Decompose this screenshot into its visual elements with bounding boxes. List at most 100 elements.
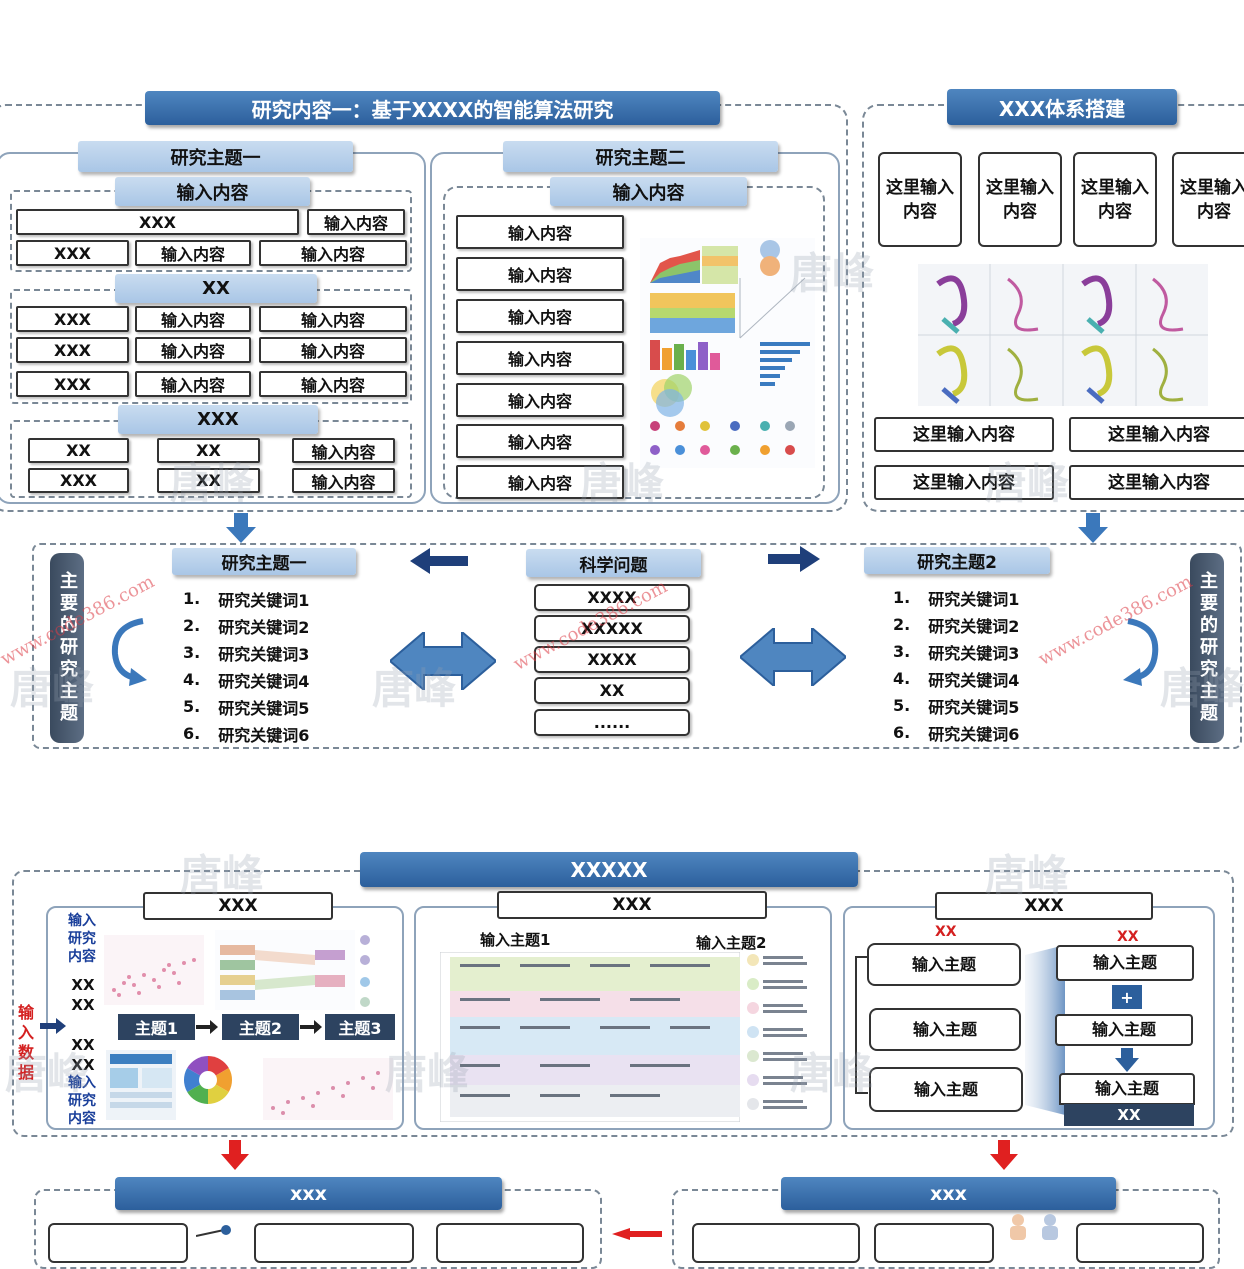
topic1-cell: XXX xyxy=(16,337,129,363)
question-item: ...... xyxy=(534,709,690,736)
keyword-text: 研究关键词3 xyxy=(218,644,310,664)
scatter-plot-image xyxy=(263,1058,393,1120)
topic-box: 主题2 xyxy=(222,1014,299,1040)
bottom-box xyxy=(1076,1223,1204,1263)
topic1-cell: 输入内容 xyxy=(259,337,407,363)
color-legend-image xyxy=(747,954,807,1110)
topic2-item: 输入内容 xyxy=(456,424,624,458)
keyword-text: 研究关键词6 xyxy=(928,724,1020,744)
down-arrow-icon xyxy=(1078,513,1108,543)
keyword-row: 6. 研究关键词6 xyxy=(893,719,1063,746)
alluvial-chart-image xyxy=(215,930,355,1010)
topic2-item: 输入内容 xyxy=(456,341,624,375)
keyword-number: 3. xyxy=(893,642,911,661)
xx-labels: XX XX XX XX xyxy=(68,975,98,1075)
plus-icon: + xyxy=(1112,985,1142,1009)
topic1-cell: 输入内容 xyxy=(135,240,251,266)
keyword-text: 研究关键词5 xyxy=(928,697,1020,717)
keyword-text: 研究关键词5 xyxy=(218,698,310,718)
node-icon xyxy=(196,1225,231,1237)
curved-arrow-icon xyxy=(1123,618,1159,686)
topic1-cell: 输入内容 xyxy=(259,306,407,332)
system-card: 这里输入内容 xyxy=(878,152,962,247)
dashboard-image xyxy=(106,1050,176,1120)
down-arrow-icon xyxy=(1115,1048,1139,1072)
question-item: XXXX xyxy=(534,584,690,611)
topic2-item: 输入内容 xyxy=(456,383,624,417)
topic-box: 主题3 xyxy=(325,1014,395,1040)
topic1-cell: XXX xyxy=(16,240,129,266)
keyword-row: 5. 研究关键词5 xyxy=(183,693,353,720)
topic1-section3-header: XXX xyxy=(118,405,318,434)
keyword-row: 2.研究关键词2 xyxy=(183,612,353,639)
system-card: 这里输入内容 xyxy=(1172,152,1244,247)
lower-panel3-title: XXX xyxy=(935,892,1153,920)
topic2-chart-thumbnail xyxy=(640,238,815,468)
keyword-row: 3.研究关键词3 xyxy=(893,638,1063,665)
topic2-item: 输入内容 xyxy=(456,257,624,291)
left-vertical-label: 主要的研究主题 xyxy=(50,553,84,743)
topic1-cell: 输入内容 xyxy=(135,371,251,397)
panel3-right-box: 输入主题 xyxy=(1059,1073,1195,1105)
down-arrow-icon xyxy=(221,1140,249,1170)
system-bottom-box: 这里输入内容 xyxy=(1069,417,1244,452)
bottom-left-title: xxx xyxy=(115,1177,502,1210)
panel3-left-box: 输入主题 xyxy=(867,943,1021,986)
question-item: XXXXX xyxy=(534,615,690,642)
topic1-cell: 输入内容 xyxy=(292,468,395,493)
bottom-box xyxy=(48,1223,188,1263)
keyword-row: 2.研究关键词2 xyxy=(893,611,1063,638)
panel3-left-box: 输入主题 xyxy=(869,1008,1021,1051)
topic2-header: 输入内容 xyxy=(550,177,747,206)
mid-topic1-keywords: 1.研究关键词1 2.研究关键词2 3. 研究关键词3 4.研究关键词4 5. 研究… xyxy=(183,585,353,747)
topic1-section2-header: XX xyxy=(115,274,317,303)
protein-structure-image xyxy=(918,264,1208,406)
keyword-number: 6. xyxy=(183,724,201,743)
topic1-title: 研究主题一 xyxy=(78,141,353,172)
lower-title: XXXXX xyxy=(360,852,858,887)
right-vertical-label: 主要的研究主题 xyxy=(1190,553,1224,743)
left-arrow-icon xyxy=(410,548,468,574)
keyword-text: 研究关键词6 xyxy=(218,725,310,745)
legend-dots-image xyxy=(360,935,370,1007)
question-item: XXXX xyxy=(534,646,690,673)
system-bottom-box: 这里输入内容 xyxy=(874,417,1054,452)
topic1-cell: 输入内容 xyxy=(259,240,407,266)
keyword-row: 4.研究关键词4 xyxy=(893,665,1063,692)
mid-topic2-title: 研究主题2 xyxy=(864,547,1050,574)
panel3-right-box: 输入主题 xyxy=(1056,945,1194,981)
color-wheel-image xyxy=(183,1056,233,1104)
keyword-number: 1. xyxy=(183,589,201,608)
xx-label: XX xyxy=(71,1056,95,1074)
keyword-number: 5. xyxy=(893,696,911,715)
bottom-box xyxy=(436,1223,584,1263)
topic1-section1-header: 输入内容 xyxy=(115,177,310,206)
keyword-number: 3. xyxy=(183,643,201,662)
right-arrow-icon xyxy=(768,546,820,572)
panel3-left-box: 输入主题 xyxy=(869,1067,1023,1112)
down-arrow-icon xyxy=(226,513,256,543)
human-figure-icon xyxy=(1010,1214,1058,1240)
double-arrow-icon xyxy=(390,632,496,690)
keyword-text: 研究关键词2 xyxy=(928,616,1020,636)
gradient-connector xyxy=(1025,945,1065,1115)
bottom-box xyxy=(874,1223,994,1263)
system-building-title: XXX体系搭建 xyxy=(947,89,1177,125)
keyword-row: 1.研究关键词1 xyxy=(183,585,353,612)
input-data-label: 输入数据 xyxy=(18,1003,35,1082)
keyword-row: 4.研究关键词4 xyxy=(183,666,353,693)
double-arrow-icon xyxy=(740,628,846,686)
keyword-row: 6. 研究关键词6 xyxy=(183,720,353,747)
keyword-text: 研究关键词4 xyxy=(218,671,310,691)
keyword-row: 3. 研究关键词3 xyxy=(183,639,353,666)
keyword-number: 5. xyxy=(183,697,201,716)
question-item: XX xyxy=(534,677,690,704)
topic1-cell: XXX xyxy=(16,371,129,397)
research-content-title: 研究内容一：基于XXXX的智能算法研究 xyxy=(145,91,720,125)
mid-topic2-keywords: 1.研究关键词1 2.研究关键词2 3.研究关键词3 4.研究关键词4 5.研究… xyxy=(893,584,1063,746)
topic1-cell: XX xyxy=(157,438,260,463)
bottom-box xyxy=(692,1223,860,1263)
input-research-label: 输入研究内容 xyxy=(68,1075,96,1127)
keyword-number: 6. xyxy=(893,723,911,742)
research-topics-panel xyxy=(32,543,1242,749)
